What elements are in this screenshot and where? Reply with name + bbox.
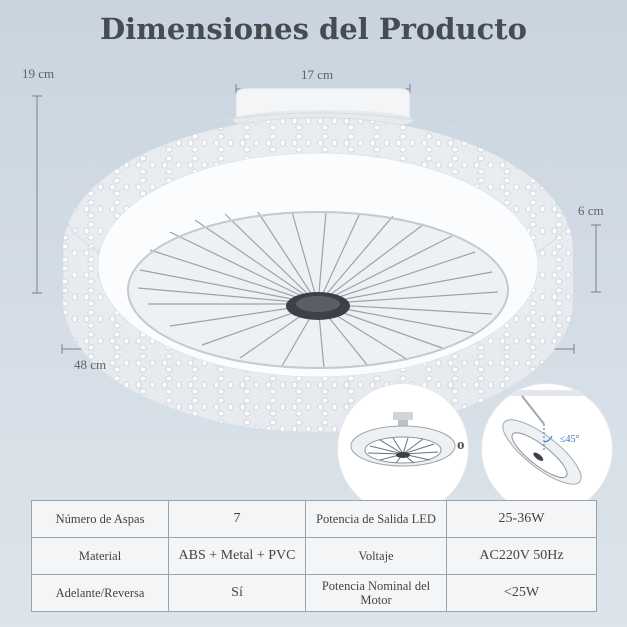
top-width-label: 17 cm (301, 67, 334, 82)
spec-value: Sí (168, 574, 306, 612)
spec-label: Potencia de Salida LED (305, 500, 447, 538)
spec-label: Potencia Nominal del Motor (305, 574, 447, 612)
specs-table: Número de Aspas 7 Potencia de Salida LED… (31, 500, 597, 612)
spec-value: AC220V 50Hz (446, 537, 597, 575)
height-dimension-line (32, 95, 42, 294)
table-row: Material ABS + Metal + PVC Voltaje AC220… (31, 537, 597, 575)
spec-label: Número de Aspas (31, 500, 169, 538)
spec-value: <25W (446, 574, 597, 612)
diameter-label: 48 cm (74, 357, 107, 372)
page-title: Dimensiones del Producto (99, 12, 528, 46)
angled-mount-image: ≤45° (481, 383, 613, 515)
table-row: Adelante/Reversa Sí Potencia Nominal del… (31, 574, 597, 612)
height-total-label: 19 cm (22, 66, 55, 81)
spec-value: 25-36W (446, 500, 597, 538)
side-height-dimension-line (591, 224, 601, 293)
spec-label: Voltaje (305, 537, 447, 575)
table-row: Número de Aspas 7 Potencia de Salida LED… (31, 500, 597, 538)
or-label: o (457, 437, 465, 453)
spec-value: ABS + Metal + PVC (168, 537, 306, 575)
spec-label: Adelante/Reversa (31, 574, 169, 612)
spec-value: 7 (168, 500, 306, 538)
spec-label: Material (31, 537, 169, 575)
angle-label: ≤45° (560, 434, 580, 445)
side-height-label: 6 cm (578, 203, 604, 218)
flat-mount-image (337, 383, 469, 515)
